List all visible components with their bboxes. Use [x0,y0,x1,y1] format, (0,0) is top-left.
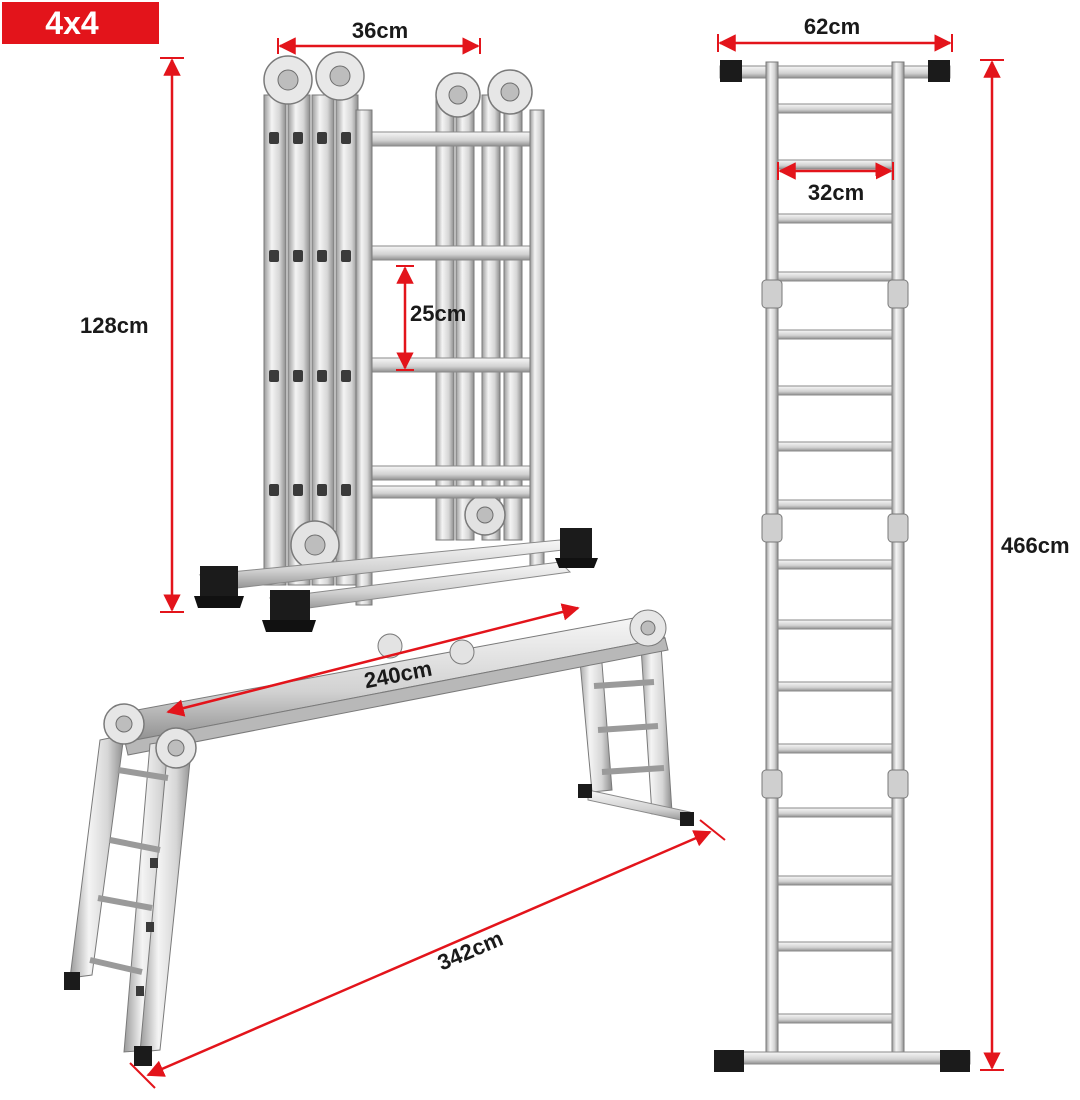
extended-rung [777,385,893,396]
scaffold-right-leg [577,629,694,826]
scaffold-view: 240cm 342cm [64,603,726,1089]
extended-rung [777,329,893,340]
folded-rear-section [435,69,533,541]
extended-hinges [761,279,909,799]
outer-width-dimension: 62cm [717,14,953,52]
extended-rung [777,1013,893,1024]
extended-rung [777,441,893,452]
folded-height-label: 128cm [80,313,149,338]
folded-ladder-view: 36cm 128cm 25cm [80,18,598,632]
extended-rung [777,743,893,754]
scaffold-span-label: 342cm [434,926,507,976]
inner-width-label: 32cm [808,180,864,205]
extended-height-label: 466cm [1001,533,1070,558]
extended-rails [765,61,905,1063]
scaffold-span-dimension: 342cm [129,819,726,1089]
folded-width-dimension: 36cm [277,18,481,55]
folded-height-dimension: 128cm [80,57,184,613]
rung-spacing-label: 25cm [410,301,466,326]
extended-rung [777,159,893,170]
extended-rung [777,271,893,282]
extended-rung [777,499,893,510]
config-badge: 4x4 [2,2,159,44]
folded-width-label: 36cm [352,18,408,43]
extended-top-stabilizer [719,60,951,82]
extended-height-dimension: 466cm [980,59,1078,1071]
extended-rung [777,213,893,224]
outer-width-label: 62cm [804,14,860,39]
folded-stabilizers [194,528,598,632]
extended-rung [777,681,893,692]
extended-ladder-view: 62cm 32cm 466cm [714,14,1078,1072]
extended-rung [777,619,893,630]
scaffold-left-leg [64,703,197,1066]
extended-bottom-stabilizer [714,1050,971,1072]
extended-rung [777,559,893,570]
extended-rungs [777,103,893,1024]
extended-rung [777,941,893,952]
folded-front-section [263,51,545,606]
extended-rung [777,875,893,886]
rung-spacing-dimension: 25cm [396,265,466,371]
extended-rung [777,807,893,818]
config-badge-text: 4x4 [45,5,99,41]
inner-width-dimension: 32cm [777,162,894,205]
extended-rung [777,103,893,114]
